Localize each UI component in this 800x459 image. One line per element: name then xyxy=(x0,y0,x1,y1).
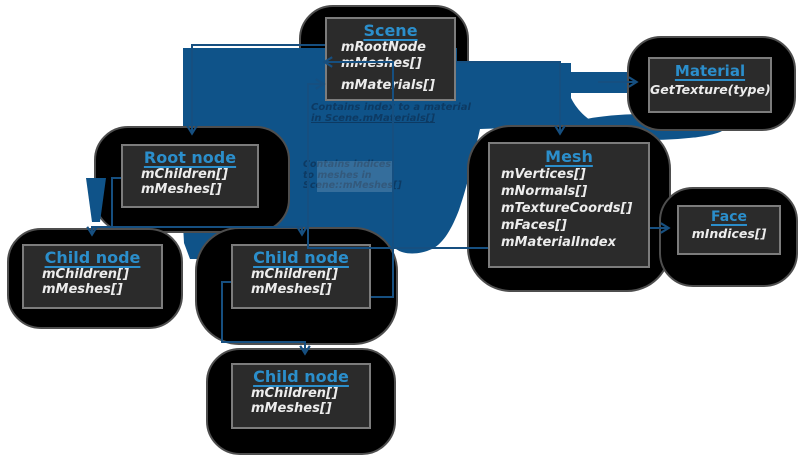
annotation-line: Contains index to a material xyxy=(311,102,471,113)
annotation-line: Contains indices xyxy=(303,159,392,170)
light-overlay-rectangle xyxy=(317,161,394,192)
child-item-mmeshes: mMeshes[] xyxy=(42,282,123,297)
connector-mmeshes-to-mesh xyxy=(456,61,566,136)
blue-funnel-left xyxy=(86,178,106,222)
face-node-box: Face mIndices[] xyxy=(677,205,781,255)
scene-node-box: Scene mRootNode mMeshes[] mMaterials[] xyxy=(325,17,456,101)
child-item-mmeshes: mMeshes[] xyxy=(251,282,332,297)
face-item-mindices: mIndices[] xyxy=(691,226,767,241)
child-item-mchildren: mChildren[] xyxy=(42,267,129,282)
connector-child-to-child xyxy=(221,281,311,356)
annotation-material-index: Contains index to a material in Scene.mM… xyxy=(311,102,471,124)
mesh-item-mtexturecoords: mTextureCoords[] xyxy=(501,201,633,216)
mesh-item-mfaces: mFaces[] xyxy=(501,218,567,233)
annotation-line: Scene::mMeshes[] xyxy=(303,180,402,192)
root-item-mchildren: mChildren[] xyxy=(141,167,228,182)
connector-root-children-branch xyxy=(112,226,308,237)
material-node-title: Material xyxy=(674,62,746,80)
blue-mass-shape xyxy=(183,48,629,259)
face-node-title: Face xyxy=(711,209,747,225)
scene-item-mmeshes: mMeshes[] xyxy=(341,56,422,71)
annotation-line: to meshes in xyxy=(303,169,372,181)
material-item-gettexture: GetTexture(type) xyxy=(650,82,771,97)
child-node-title: Child node xyxy=(253,248,349,267)
root-item-mmeshes: mMeshes[] xyxy=(141,182,222,197)
root-node-box: Root node mChildren[] mMeshes[] xyxy=(121,144,259,208)
mesh-item-mnormals: mNormals[] xyxy=(501,184,588,199)
child-item-mchildren: mChildren[] xyxy=(251,267,338,282)
mesh-item-mvertices: mVertices[] xyxy=(501,167,586,182)
child-node-title: Child node xyxy=(253,367,349,386)
mesh-node-title: Mesh xyxy=(545,147,593,166)
connector-mmaterialindex-to-scene xyxy=(307,78,488,249)
annotation-mesh-indices: Contains indices to meshes in Scene::mMe… xyxy=(303,159,402,192)
scene-item-mrootnode: mRootNode xyxy=(341,40,426,55)
child-node-box: Child node mChildren[] mMeshes[] xyxy=(22,244,163,309)
child-node-title: Child node xyxy=(44,248,141,267)
scene-item-mmaterials: mMaterials[] xyxy=(341,78,436,93)
mesh-item-mmaterialindex: mMaterialIndex xyxy=(501,235,616,250)
root-node-title: Root node xyxy=(143,148,237,167)
connector-mrootnode-to-root xyxy=(186,44,325,136)
child-node-box: Child node mChildren[] mMeshes[] xyxy=(231,244,371,309)
connector-childmeshes-to-scene xyxy=(322,56,394,298)
annotation-line: in Scene.mMaterials[] xyxy=(311,113,435,125)
mesh-node-box: Mesh mVertices[] mNormals[] mTextureCoor… xyxy=(488,142,650,268)
scene-node-title: Scene xyxy=(363,21,418,40)
material-node-box: Material GetTexture(type) xyxy=(648,57,772,113)
child-item-mmeshes: mMeshes[] xyxy=(251,401,332,416)
child-item-mchildren: mChildren[] xyxy=(251,386,338,401)
child-node-box: Child node mChildren[] mMeshes[] xyxy=(231,363,371,429)
